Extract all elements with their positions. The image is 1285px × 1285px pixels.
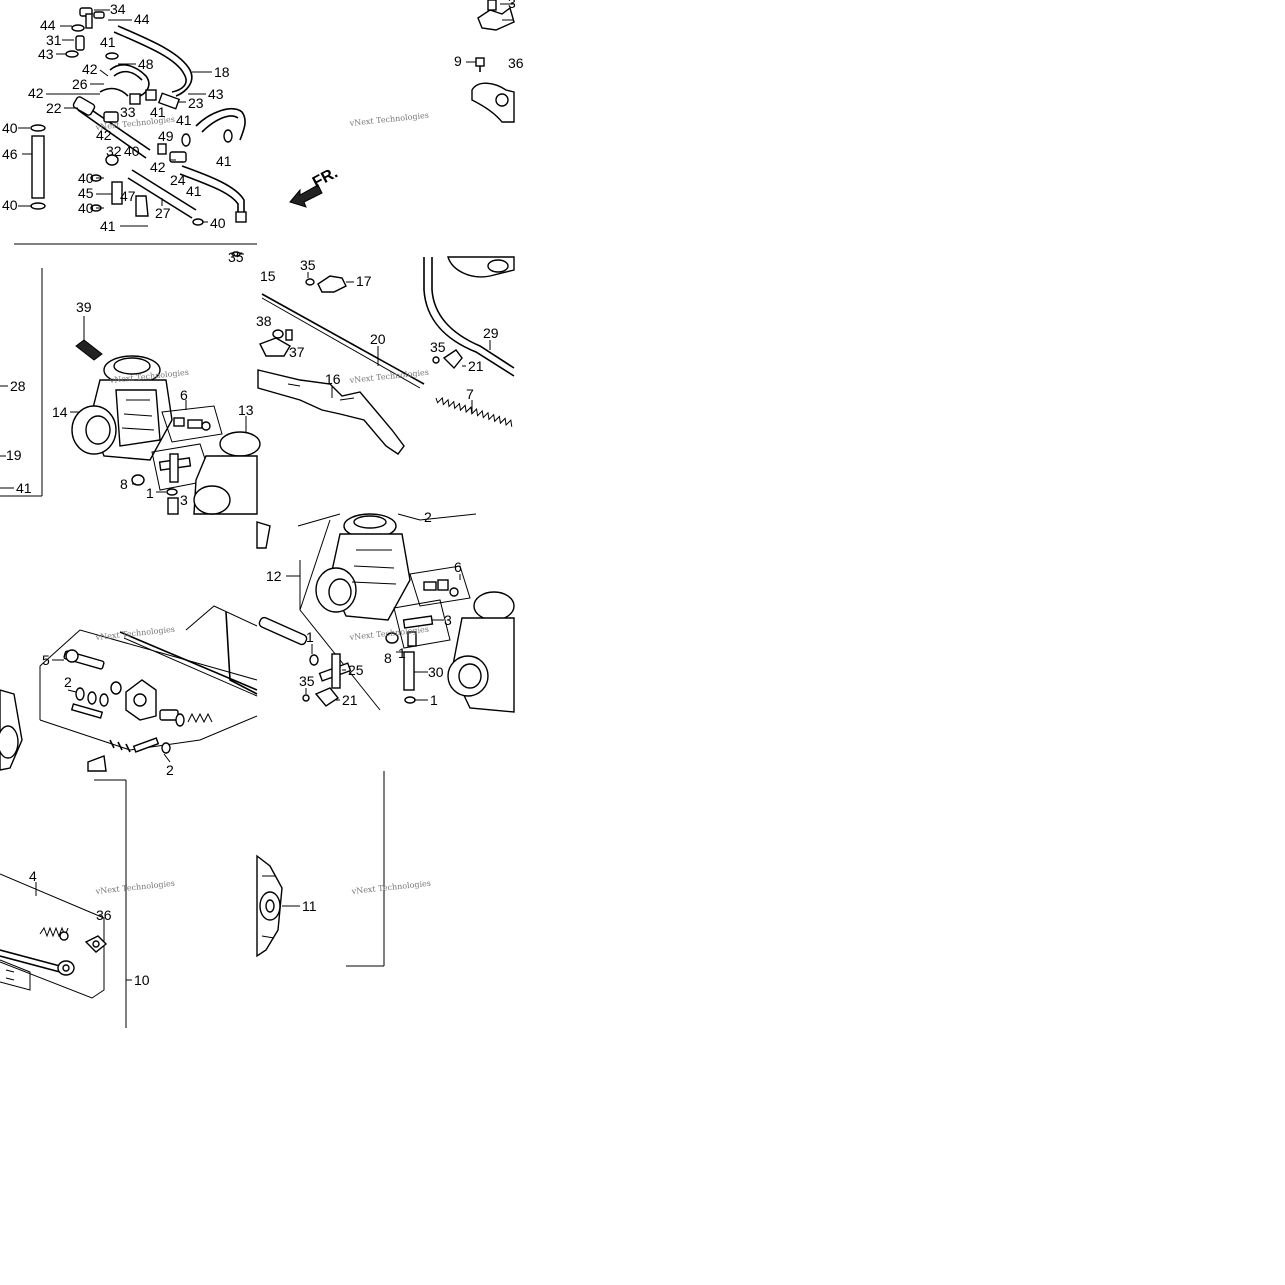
callout-45: 45: [78, 185, 94, 201]
callout-13: 13: [238, 402, 254, 418]
callout-41: 41: [216, 153, 232, 169]
callouts-carburetor-left: 39 28 14 6 13 19 8 1 3 41: [0, 299, 254, 508]
callout-12: 12: [266, 568, 282, 584]
callout-5: 5: [42, 652, 50, 668]
callout-49: 49: [158, 128, 174, 144]
callout-36: 36: [508, 55, 524, 71]
callout-2: 2: [166, 762, 174, 778]
callout-3: 3: [508, 0, 516, 11]
callout-43: 43: [38, 46, 54, 62]
tile-lever-bracket: 3 9 36: [231, 0, 524, 257]
callout-43: 43: [208, 86, 224, 102]
tile-choke-lever: vNext Technologies: [0, 779, 175, 1028]
callout-3: 3: [180, 492, 188, 508]
callout-1: 1: [398, 645, 406, 661]
callout-21: 21: [468, 358, 484, 374]
callout-11: 11: [302, 898, 317, 914]
callout-40: 40: [2, 120, 18, 136]
callout-41: 41: [186, 183, 202, 199]
callout-41: 41: [100, 34, 116, 50]
callout-23: 23: [188, 95, 204, 111]
callout-40: 40: [2, 197, 18, 213]
callout-35: 35: [430, 339, 446, 355]
callout-1: 1: [306, 629, 314, 645]
callout-4: 4: [29, 868, 37, 884]
tile-throttle-cable: vNext Technologies: [257, 256, 515, 455]
callout-3: 3: [444, 612, 452, 628]
callout-19: 19: [6, 447, 22, 463]
callout-40: 40: [124, 143, 140, 159]
callout-40: 40: [210, 215, 226, 231]
callout-6: 6: [180, 387, 188, 403]
tile-carb-fragment-11: 11 vNext Technologies: [256, 771, 431, 967]
callout-47: 47: [120, 188, 136, 204]
callouts-throttle: 35 15 35 17 38 20 37 29 35 21 16 7: [228, 249, 499, 414]
callouts-breather: 34 44 44 31 43 41 42 48 18 42 26 43 22 3…: [2, 1, 232, 234]
callout-17: 17: [356, 273, 372, 289]
callout-42: 42: [82, 61, 98, 77]
callout-16: 16: [325, 371, 341, 387]
callouts-linkage: 5 2 2: [42, 652, 174, 778]
callout-48: 48: [138, 56, 154, 72]
callout-10: 10: [134, 972, 150, 988]
callout-29: 29: [483, 325, 499, 341]
callout-15: 15: [260, 268, 276, 284]
callout-44: 44: [40, 17, 56, 33]
callout-40: 40: [78, 170, 94, 186]
callout-39: 39: [76, 299, 92, 315]
callout-8: 8: [120, 476, 128, 492]
callout-2: 2: [424, 509, 432, 525]
callout-8: 8: [384, 650, 392, 666]
callout-35: 35: [300, 257, 316, 273]
callout-42: 42: [28, 85, 44, 101]
tile-carburetor-right: vNext Technologies: [256, 513, 515, 713]
callout-9: 9: [454, 53, 462, 69]
callout-24: 24: [170, 172, 186, 188]
callout-41: 41: [176, 112, 192, 128]
callout-2: 2: [64, 674, 72, 690]
callout-21: 21: [342, 692, 358, 708]
callout-37: 37: [289, 344, 305, 360]
callout-30: 30: [428, 664, 444, 680]
callout-42: 42: [96, 127, 112, 143]
callout-42: 42: [150, 159, 166, 175]
callout-46: 46: [2, 146, 18, 162]
callouts-carburetor-right: 2 12 6 3 1 8 1 25 30 35 21 1: [266, 509, 462, 708]
callout-1: 1: [430, 692, 438, 708]
callout-41: 41: [150, 104, 166, 120]
callout-32: 32: [106, 143, 122, 159]
front-direction-arrow: FR.: [289, 164, 341, 208]
callout-27: 27: [155, 205, 171, 221]
callout-31: 31: [46, 32, 62, 48]
callout-35: 35: [299, 673, 315, 689]
callout-25: 25: [348, 662, 364, 678]
callout-40: 40: [78, 200, 94, 216]
callout-33: 33: [120, 104, 136, 120]
callout-6: 6: [454, 559, 462, 575]
callout-38: 38: [256, 313, 272, 329]
callout-20: 20: [370, 331, 386, 347]
callout-34: 34: [110, 1, 126, 17]
callout-44: 44: [134, 11, 150, 27]
callout-26: 26: [72, 76, 88, 92]
callout-35: 35: [228, 249, 244, 265]
watermark: vNext Technologies: [348, 111, 429, 128]
watermark: vNext Technologies: [94, 879, 175, 896]
tile-linkage-parts: vNext Technologies: [0, 605, 308, 772]
callout-18: 18: [214, 64, 230, 80]
watermark: vNext Technologies: [94, 625, 175, 642]
callout-41: 41: [16, 480, 32, 496]
callout-36: 36: [96, 907, 112, 923]
callout-28: 28: [10, 378, 26, 394]
callout-22: 22: [46, 100, 62, 116]
tile-breather-hoses: FR. vNext Technologies vNext Technologie…: [14, 7, 429, 245]
callout-1: 1: [146, 485, 154, 501]
tile-carburetor-left: vNext Technologies: [0, 268, 261, 515]
callout-7: 7: [466, 386, 474, 402]
watermark: vNext Technologies: [350, 879, 431, 896]
callout-14: 14: [52, 404, 68, 420]
callout-41: 41: [100, 218, 116, 234]
callouts-choke: 4 36 10: [29, 868, 150, 988]
